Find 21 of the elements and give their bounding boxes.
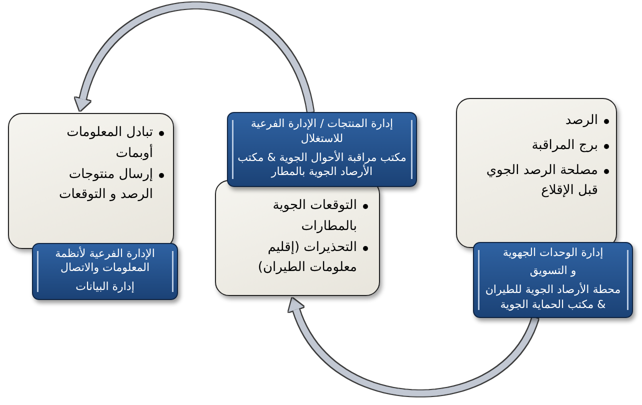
bullet-text: التوقعات الجوية بالمطارات (272, 197, 357, 236)
bullet-text: تبادل المعلومات أوبمات (66, 124, 153, 163)
label-banner (227, 112, 417, 187)
curved-arrow (74, 2, 314, 113)
banner-text: إدارة المنتجات / الإدارة الفرعية للاستغلال (250, 117, 394, 146)
banner-text: إدارة الوحدات الجهوية (502, 246, 604, 260)
bullet-text: إرسال منتوجات الرصد و التوقعات (58, 166, 153, 204)
label-banner (32, 243, 178, 300)
banner-text: مكتب مراقبة الأحوال الجوية & مكتب الأرصاد الجوية بالمطار (237, 150, 407, 180)
bullet-text: الرصد (565, 112, 598, 130)
info-card (215, 180, 380, 296)
bullet-text: مصلحة الرصد الجوي قبل الإقلاع (485, 162, 598, 200)
bullet-text: برج المراقبة (532, 136, 598, 155)
label-banner (473, 242, 633, 318)
banner-text: إدارة البيانات (74, 280, 136, 294)
curved-arrow (288, 298, 538, 396)
banner-text: و التسويق (528, 264, 578, 279)
info-card (456, 98, 617, 248)
bullet-text: التحذيرات (إقليم معلومات الطيران) (256, 238, 357, 278)
banner-text: الإدارة الفرعية لأنظمة المعلومات والاتصال (54, 246, 156, 276)
banner-text: محطة الأرصاد الجوية للطيران & مكتب الحماية الجوية (484, 283, 622, 312)
